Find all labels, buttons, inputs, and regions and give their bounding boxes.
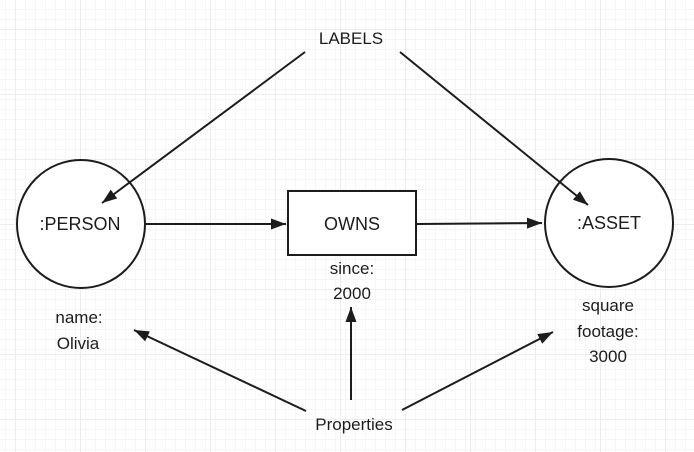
edge-properties-to-asset-property — [401, 331, 554, 411]
asset-node-label: :ASSET — [577, 213, 641, 233]
asset-node-circle — [544, 158, 674, 288]
person-property-line-1: name: — [55, 308, 102, 327]
relationship-property-line-2: 2000 — [333, 284, 371, 303]
labels-layer: LABELS :PERSON OWNS :ASSET since: 2000 n… — [39, 29, 641, 434]
asset-property-line-1: square — [582, 296, 634, 315]
edges — [101, 51, 589, 412]
labels-annotation: LABELS — [319, 29, 383, 48]
edge-owns-to-asset — [416, 217, 543, 229]
relationship-property-line-1: since: — [330, 259, 374, 278]
properties-annotation: Properties — [315, 415, 392, 434]
person-node-label: :PERSON — [39, 214, 120, 234]
owns-relationship-box — [287, 190, 417, 256]
edge-labels-to-asset — [399, 51, 589, 206]
person-property-line-2: Olivia — [57, 334, 100, 353]
asset-property-line-3: 3000 — [589, 347, 627, 366]
owns-relationship-label: OWNS — [324, 214, 380, 234]
asset-property-line-2: footage: — [577, 322, 638, 341]
edge-properties-to-person-property — [133, 329, 307, 412]
edge-labels-to-person — [101, 51, 306, 204]
